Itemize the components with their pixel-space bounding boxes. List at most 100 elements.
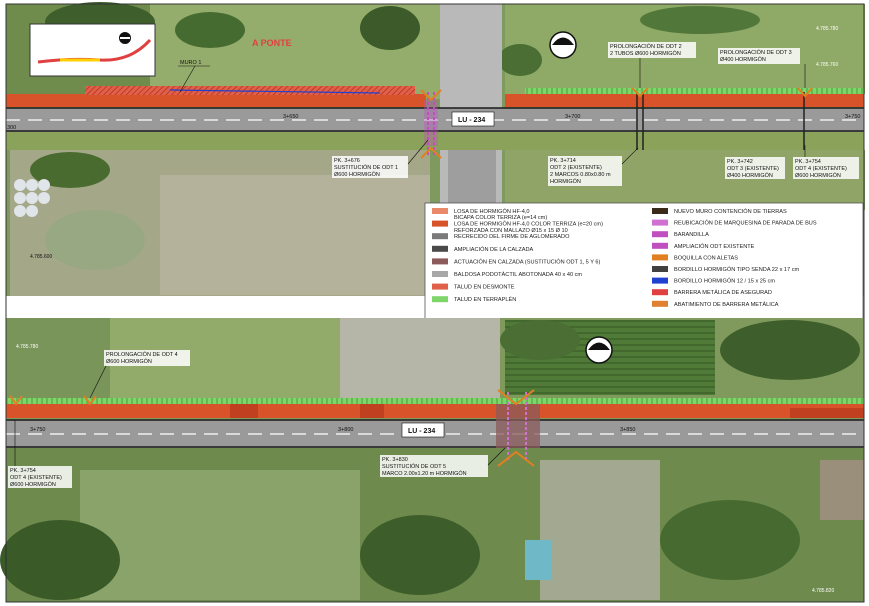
legend-swatch bbox=[432, 245, 448, 252]
odt2-crossing bbox=[631, 87, 649, 150]
coord-label: 4.785.820 bbox=[812, 588, 834, 594]
legend-item: BORDILLO HORMIGÓN TIPO SENDA 22 x 17 cm bbox=[652, 266, 800, 273]
coord-label: 4.785.600 bbox=[30, 254, 52, 260]
svg-text:ODT 3 (EXISTENTE): ODT 3 (EXISTENTE) bbox=[727, 166, 779, 172]
svg-text:SUSTITUCIÓN DE ODT 1: SUSTITUCIÓN DE ODT 1 bbox=[334, 164, 398, 171]
legend-label: LOSA DE HORMIGÓN HF-4,0 COLOR TERRIZA (e… bbox=[454, 221, 603, 228]
legend-label: BALDOSA PODOTÁCTIL ABOTONADA 40 x 40 cm bbox=[454, 271, 582, 278]
legend-swatch bbox=[652, 219, 668, 226]
callout-pk-3-754-bottom: PK. 3+754 ODT 4 (EXISTENTE) Ø600 HORMIGÓ… bbox=[8, 420, 72, 488]
legend-item: ABATIMIENTO DE BARRERA METÁLICA bbox=[652, 300, 779, 308]
coord-label: 4.785.760 bbox=[816, 62, 838, 68]
pk-label: 3+700 bbox=[565, 114, 580, 120]
cut-slope-band bbox=[85, 86, 415, 95]
pk-label: 3+850 bbox=[620, 427, 635, 433]
legend-label: BOQUILLA CON ALETAS bbox=[674, 255, 738, 261]
svg-text:ODT 4 (EXISTENTE): ODT 4 (EXISTENTE) bbox=[10, 475, 62, 481]
north-arrow-icon bbox=[585, 336, 613, 364]
place-name: A PONTE bbox=[252, 38, 292, 48]
legend-label: RECRECIDO DEL FIRME DE AGLOMERADO bbox=[454, 234, 570, 240]
legend-swatch bbox=[432, 208, 448, 214]
legend-item: AMPLIACIÓN DE LA CALZADA bbox=[432, 245, 534, 253]
legend-item: BORDILLO HORMIGÓN 12 / 15 x 25 cm bbox=[652, 277, 775, 285]
callout-pk-3-676: PK. 3+676 SUSTITUCIÓN DE ODT 1 Ø600 HORM… bbox=[332, 139, 429, 178]
svg-text:Ø400 HORMIGÓN: Ø400 HORMIGÓN bbox=[720, 56, 766, 63]
sidewalk-slab-right bbox=[505, 94, 864, 107]
odt1-crossing bbox=[420, 89, 442, 159]
odt3-crossing bbox=[797, 87, 813, 150]
legend-label: TALUD EN TERRAPLÉN bbox=[454, 296, 516, 303]
svg-text:HORMIGÓN: HORMIGÓN bbox=[550, 178, 581, 185]
svg-text:Ø600 HORMIGÓN: Ø600 HORMIGÓN bbox=[10, 481, 56, 488]
svg-text:PK. 3+742: PK. 3+742 bbox=[727, 159, 753, 165]
legend-label: REFORZADA CON MALLAZO Ø15 x 15 Ø 10 bbox=[454, 228, 568, 234]
legend-swatch bbox=[652, 242, 668, 249]
road-name: LU - 234 bbox=[458, 117, 485, 124]
legend-swatch bbox=[652, 266, 668, 272]
legend-swatch bbox=[652, 300, 668, 307]
coord-label: 4.785.780 bbox=[816, 26, 838, 32]
legend-label: NUEVO MURO CONTENCIÓN DE TIERRAS bbox=[674, 208, 787, 215]
legend-item: BARRERA METÁLICA DE ASEGURAD bbox=[652, 289, 772, 296]
callout-pk-3-830: PK. 3+830 SUSTITUCIÓN DE ODT 5 MARCO 2.0… bbox=[380, 447, 506, 477]
legend-swatch bbox=[432, 271, 448, 277]
svg-text:PK. 3+714: PK. 3+714 bbox=[550, 158, 576, 164]
sidewalk-slab-bottom bbox=[6, 404, 864, 418]
legend-label: BORDILLO HORMIGÓN 12 / 15 x 25 cm bbox=[674, 278, 775, 285]
legend-item: AMPLIACIÓN ODT EXISTENTE bbox=[652, 242, 755, 250]
fill-slope-band bbox=[525, 88, 864, 94]
hay-bales bbox=[14, 179, 50, 217]
callout-pk-3-754: PK. 3+754 ODT 4 (EXISTENTE) Ø600 HORMIGÓ… bbox=[793, 145, 859, 179]
legend-swatch bbox=[652, 277, 668, 284]
legend-swatch bbox=[652, 231, 668, 238]
road-name: LU - 234 bbox=[408, 428, 435, 435]
svg-text:MARCO 2.00x1.20 m HORMIGÓN: MARCO 2.00x1.20 m HORMIGÓN bbox=[382, 470, 467, 477]
svg-text:PK. 3+830: PK. 3+830 bbox=[382, 457, 408, 463]
legend-label: AMPLIACIÓN ODT EXISTENTE bbox=[674, 243, 755, 250]
legend-swatch bbox=[652, 208, 668, 214]
pk-label: 3+650 bbox=[283, 114, 298, 120]
pk-label: 3+800 bbox=[338, 427, 353, 433]
sidewalk-slab-left bbox=[6, 94, 426, 107]
svg-text:Ø600 HORMIGÓN: Ø600 HORMIGÓN bbox=[106, 358, 152, 365]
wall-label: MURO 1 bbox=[180, 60, 201, 66]
left-edge-pk: 300 bbox=[7, 125, 16, 131]
legend-label: LOSA DE HORMIGÓN HF-4,0 bbox=[454, 208, 530, 215]
legend-item: LOSA DE HORMIGÓN HF-4,0 COLOR TERRIZA (e… bbox=[432, 220, 603, 234]
legend-swatch bbox=[432, 296, 448, 303]
legend-swatch bbox=[432, 220, 448, 227]
top-map-panel: A PONTE MURO 1 300 3+650 3+700 3+750 LU … bbox=[6, 2, 865, 300]
legend-item: ACTUACIÓN EN CALZADA (SUSTITUCIÓN ODT 1,… bbox=[432, 258, 601, 265]
legend-label: REUBICACIÓN DE MARQUESINA DE PARADA DE B… bbox=[674, 220, 817, 227]
svg-text:PK. 3+676: PK. 3+676 bbox=[334, 158, 360, 164]
legend-label: ABATIMIENTO DE BARRERA METÁLICA bbox=[674, 301, 779, 308]
svg-text:PROLONGACIÓN DE ODT 2: PROLONGACIÓN DE ODT 2 bbox=[610, 43, 682, 50]
key-plan-inset bbox=[29, 23, 156, 77]
svg-text:ODT 2 (EXISTENTE): ODT 2 (EXISTENTE) bbox=[550, 165, 602, 171]
legend-label: AMPLIACIÓN DE LA CALZADA bbox=[454, 246, 534, 253]
legend-label: BARANDILLA bbox=[674, 232, 709, 238]
north-arrow-icon bbox=[549, 31, 577, 59]
svg-text:2 TUBOS Ø600 HORMIGÓN: 2 TUBOS Ø600 HORMIGÓN bbox=[610, 50, 681, 57]
svg-text:PK. 3+754: PK. 3+754 bbox=[795, 159, 821, 165]
legend-item: NUEVO MURO CONTENCIÓN DE TIERRAS bbox=[652, 208, 787, 215]
legend-item: TALUD EN DESMONTE bbox=[432, 283, 515, 291]
legend-item: BALDOSA PODOTÁCTIL ABOTONADA 40 x 40 cm bbox=[432, 271, 582, 278]
odt4-crossing bbox=[9, 395, 97, 406]
legend-label: BICAPA COLOR TERRIZA (e=14 cm) bbox=[454, 215, 547, 221]
legend-item: REUBICACIÓN DE MARQUESINA DE PARADA DE B… bbox=[652, 219, 817, 227]
coord-label: 4.785.780 bbox=[16, 344, 38, 350]
legend-label: BARRERA METÁLICA DE ASEGURAD bbox=[674, 289, 772, 296]
odt5-crossing bbox=[496, 389, 540, 467]
svg-text:Ø600 HORMIGÓN: Ø600 HORMIGÓN bbox=[334, 171, 380, 178]
greenhouse bbox=[525, 540, 551, 580]
bottom-map-panel: 3+750 3+800 3+850 LU - 234 PROLONGACIÓN … bbox=[0, 318, 864, 602]
callout-odt2-extension: PROLONGACIÓN DE ODT 2 2 TUBOS Ø600 HORMI… bbox=[608, 42, 696, 88]
legend-label: TALUD EN DESMONTE bbox=[454, 285, 515, 291]
legend-swatch bbox=[432, 258, 448, 265]
legend-item: BOQUILLA CON ALETAS bbox=[652, 254, 738, 261]
legend-item: BARANDILLA bbox=[652, 231, 709, 238]
pk-label: 3+750 bbox=[845, 114, 860, 120]
